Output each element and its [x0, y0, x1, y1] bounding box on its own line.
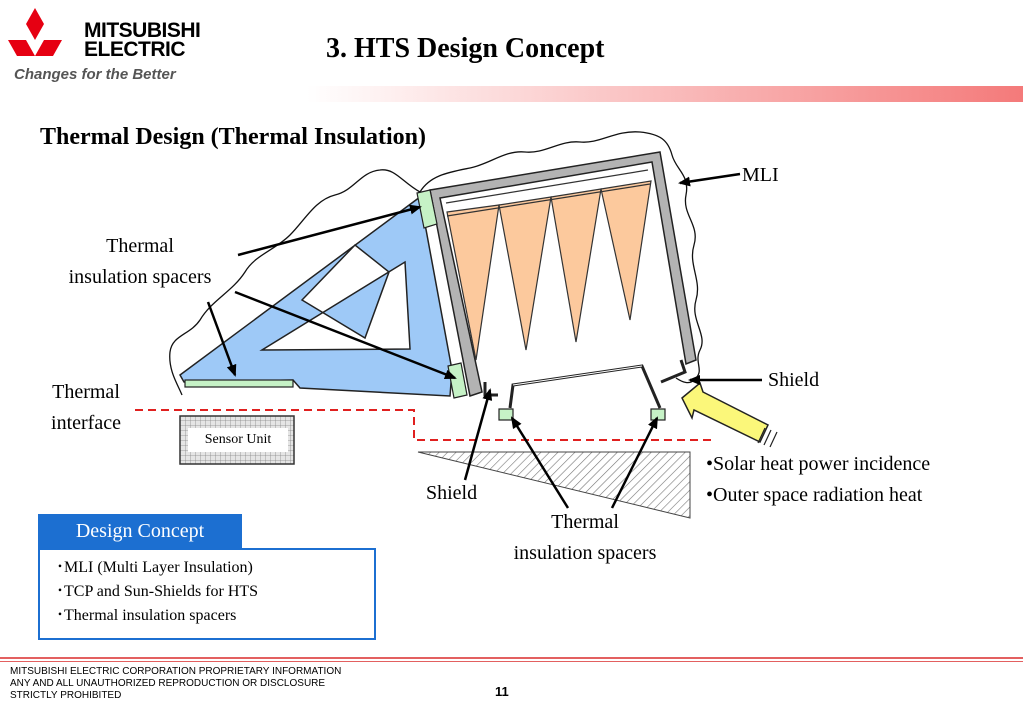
spacers-lower-label-line1: Thermal: [551, 511, 619, 533]
heat-source-item-2: •Outer space radiation heat: [706, 484, 923, 506]
page-number: 11: [495, 684, 509, 699]
section-title: Thermal Design (Thermal Insulation): [40, 124, 427, 150]
three-diamonds-logo: [8, 8, 62, 56]
shield-right-label: Shield: [768, 369, 820, 391]
callout-arrows: [206, 172, 762, 509]
footer-notice-line3: STRICTLY PROHIBITED: [10, 690, 122, 701]
spacers-lower-label-line2: insulation spacers: [513, 542, 657, 564]
brand-name-line1: MITSUBISHI: [84, 19, 201, 42]
design-concept-item-2: ･TCP and Sun-Shields for HTS: [56, 583, 259, 600]
sensor-bracket: [483, 359, 687, 409]
heat-source-item-1: •Solar heat power incidence: [706, 453, 931, 475]
mli-blanket: [169, 131, 703, 396]
radiator-fins: [446, 180, 652, 361]
sensor-unit-label-bg: [188, 428, 288, 452]
mli-label: MLI: [742, 164, 779, 186]
footer-divider: [0, 657, 1023, 659]
design-concept-item-3: ･Thermal insulation spacers: [56, 607, 237, 624]
footer-divider-thin: [0, 661, 1023, 662]
footer-notice-line1: MITSUBISHI ELECTRIC CORPORATION PROPRIET…: [10, 666, 342, 677]
radiator-top-line: [445, 169, 649, 204]
thermal-interface-label-line1: Thermal: [52, 381, 120, 403]
design-concept-panel: [38, 548, 376, 640]
design-concept-item-1: ･MLI (Multi Layer Insulation): [56, 559, 253, 576]
header-gradient-band: [0, 86, 1023, 102]
design-concept-heading: Design Concept: [38, 514, 242, 548]
solar-heat-arrow: [681, 381, 778, 448]
header-graphics: [0, 8, 1023, 102]
thermal-interface-line: [135, 409, 712, 441]
brand-slogan: Changes for the Better: [14, 66, 176, 83]
radiator-frame: [429, 151, 697, 397]
spacers-upper-label-line2: insulation spacers: [68, 266, 212, 288]
brand-name-line2: ELECTRIC: [84, 38, 186, 61]
thermal-diagram: [135, 131, 778, 519]
page-title: 3. HTS Design Concept: [326, 33, 605, 64]
sensor-unit-label: Sensor Unit: [204, 432, 272, 447]
shield-bottom-label: Shield: [426, 482, 478, 504]
radiator-top-line-2: [446, 183, 651, 217]
thermal-interface-label-line2: interface: [51, 412, 121, 434]
sensor-bracket-inner: [512, 365, 643, 386]
footer-notice-line2: ANY AND ALL UNAUTHORIZED REPRODUCTION OR…: [10, 678, 326, 689]
spacers-upper-label-line1: Thermal: [106, 235, 174, 257]
